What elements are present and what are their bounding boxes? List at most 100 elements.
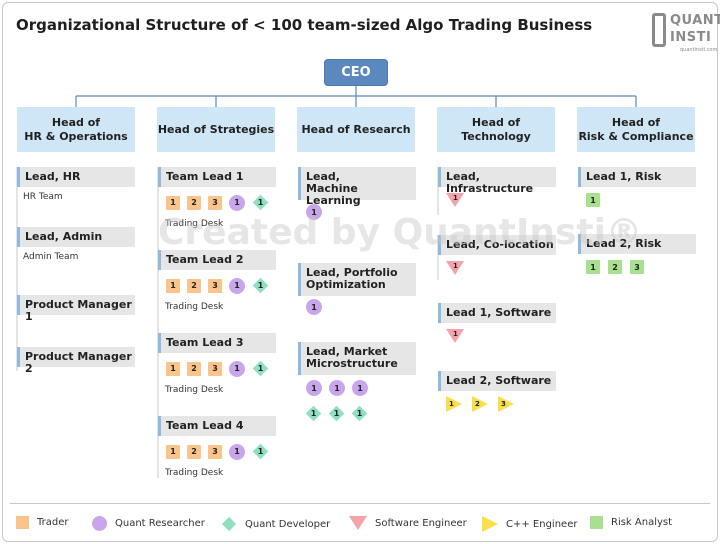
quant-researcher-badge: 1 <box>229 277 245 294</box>
lead-admin: Lead, Admin <box>17 227 135 247</box>
head-risk-compliance: Head of Risk & Compliance <box>577 107 695 152</box>
quant-developer-count: 1 <box>257 198 264 207</box>
team-lead-4: Team Lead 4 <box>158 416 276 436</box>
portfolio-members: 1 <box>306 299 322 315</box>
cpp-engineer-badge: 3 <box>498 396 514 412</box>
legend-cpp-engineer: C++ Engineer <box>482 516 577 532</box>
lead-hr: Lead, HR <box>17 167 135 187</box>
developer-diamond-icon <box>221 516 237 532</box>
triangle-right-icon <box>446 396 462 412</box>
software-2-members: 1 2 3 <box>446 396 514 412</box>
software-engineer-count: 1 <box>453 194 458 202</box>
team-lead-2: Team Lead 2 <box>158 250 276 270</box>
quant-developer-badge: 1 <box>252 443 269 460</box>
quant-developer-badge: 1 <box>305 405 322 422</box>
software-engineer-badge: 1 <box>446 261 464 275</box>
team-4-members: 1 2 3 1 1 <box>166 443 269 460</box>
triangle-down-icon <box>446 193 464 207</box>
lead-market-microstructure: Lead, Market Microstructure <box>298 342 416 375</box>
trading-desk-label: Trading Desk <box>165 385 224 395</box>
software-engineer-badge: 1 <box>446 193 464 207</box>
trader-badge: 2 <box>187 278 201 293</box>
team-lead-1: Team Lead 1 <box>158 167 276 187</box>
head-technology-label: Head of Technology <box>461 115 531 143</box>
quant-researcher-badge: 1 <box>229 360 245 377</box>
triangle-right-icon <box>472 396 488 412</box>
quant-developer-count: 1 <box>356 409 363 418</box>
quant-developer-badge: 1 <box>252 360 269 377</box>
trader-badge: 1 <box>166 361 180 376</box>
triangle-down-icon <box>446 329 464 343</box>
product-manager-2: Product Manager 2 <box>17 347 135 375</box>
trader-badge: 2 <box>187 361 201 376</box>
trader-badge: 3 <box>208 444 222 459</box>
watermark: Created by QuantInsti® <box>158 212 642 253</box>
quantinsti-logo: QUANT INSTI quantinsti.com <box>652 10 720 56</box>
quant-researcher-badge: 1 <box>229 194 245 211</box>
trader-badge: 3 <box>208 195 222 210</box>
cpp-engineer-badge: 2 <box>472 396 488 412</box>
legend-trader-label: Trader <box>37 517 69 528</box>
co-location-members: 1 <box>446 261 464 275</box>
logo-text-line3: quantinsti.com <box>680 47 718 53</box>
head-research-label: Head of Research <box>301 122 411 136</box>
risk-1-members: 1 <box>586 193 600 207</box>
head-strategies-label: Head of Strategies <box>157 122 275 136</box>
legend-software-engineer: Software Engineer <box>349 516 467 530</box>
team-1-members: 1 2 3 1 1 <box>166 194 269 211</box>
trader-badge: 2 <box>187 444 201 459</box>
legend-cpp-engineer-label: C++ Engineer <box>506 518 578 530</box>
quant-researcher-badge: 1 <box>306 204 322 220</box>
software-1-members: 1 <box>446 329 464 343</box>
trader-square-icon <box>16 516 29 529</box>
team-lead-3: Team Lead 3 <box>158 333 276 353</box>
quant-developer-count: 1 <box>257 364 264 373</box>
legend-divider <box>10 503 710 504</box>
trading-desk-label: Trading Desk <box>165 468 224 478</box>
legend-quant-researcher-label: Quant Researcher <box>115 518 205 529</box>
legend-quant-developer-label: Quant Developer <box>245 518 331 530</box>
lead-portfolio-optimization: Lead, Portfolio Optimization <box>298 263 416 296</box>
diagram-title: Organizational Structure of < 100 team-s… <box>16 16 593 34</box>
hr-team-label: HR Team <box>23 192 63 202</box>
quant-developer-count: 1 <box>310 409 317 418</box>
head-research: Head of Research <box>297 107 415 152</box>
software-engineer-badge: 1 <box>446 329 464 343</box>
risk-square-icon <box>590 516 603 529</box>
microstructure-researchers: 1 1 1 <box>306 380 368 396</box>
researcher-circle-icon <box>92 516 107 531</box>
legend-trader: Trader <box>16 516 69 529</box>
product-manager-1: Product Manager 1 <box>17 295 135 323</box>
cpp-engineer-count: 3 <box>501 400 506 408</box>
head-risk-compliance-label: Head of Risk & Compliance <box>578 115 694 143</box>
trader-badge: 3 <box>208 361 222 376</box>
team-2-members: 1 2 3 1 1 <box>166 277 269 294</box>
risk-analyst-badge: 1 <box>586 193 600 207</box>
legend-quant-developer: Quant Developer <box>221 516 330 532</box>
logo-mark-icon <box>652 13 666 47</box>
lead-1-software: Lead 1, Software <box>438 303 556 323</box>
logo-text-line2: INSTI <box>670 30 712 45</box>
risk-analyst-badge: 2 <box>608 260 622 274</box>
triangle-right-icon <box>482 516 498 532</box>
lead-co-location: Lead, Co-location <box>438 235 556 255</box>
risk-analyst-badge: 1 <box>586 260 600 274</box>
quant-developer-count: 1 <box>257 447 264 456</box>
cpp-engineer-count: 2 <box>475 400 480 408</box>
lead-1-risk: Lead 1, Risk <box>578 167 696 187</box>
quant-researcher-badge: 1 <box>306 299 322 315</box>
quant-developer-count: 1 <box>333 409 340 418</box>
trader-badge: 2 <box>187 195 201 210</box>
lead-2-risk: Lead 2, Risk <box>578 234 696 254</box>
head-hr-operations: Head of HR & Operations <box>17 107 135 152</box>
ceo-box: CEO <box>324 59 388 86</box>
quant-developer-badge: 1 <box>252 194 269 211</box>
software-engineer-count: 1 <box>453 330 458 338</box>
trader-badge: 1 <box>166 278 180 293</box>
legend-risk-analyst: Risk Analyst <box>590 516 672 529</box>
risk-2-members: 1 2 3 <box>586 260 644 274</box>
trader-badge: 1 <box>166 444 180 459</box>
quant-developer-count: 1 <box>257 281 264 290</box>
